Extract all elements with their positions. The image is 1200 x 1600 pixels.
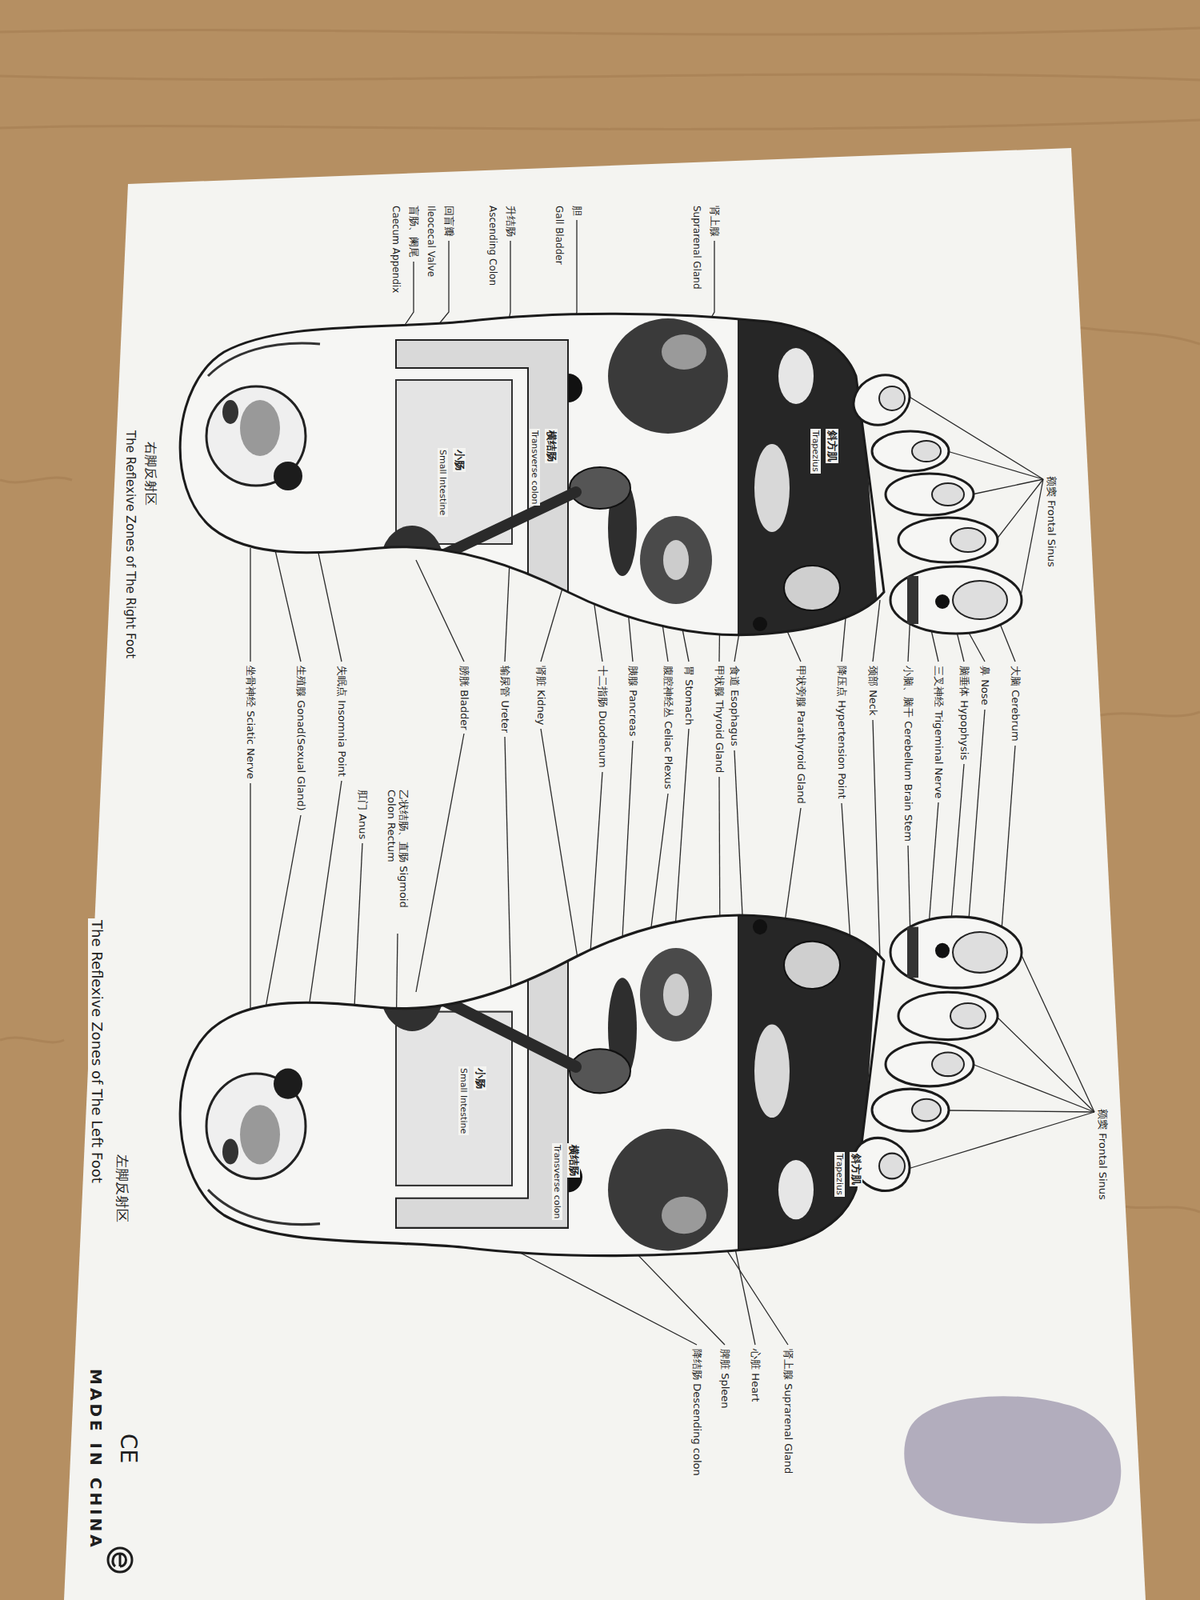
- zone-label: 降结肠 Descending colon: [690, 1347, 704, 1478]
- leader-line: [416, 733, 464, 992]
- zone-label: Caecum Appendix: [390, 204, 402, 295]
- zone-label: 颈部 Neck: [866, 664, 880, 718]
- leader-line: [947, 451, 1044, 480]
- leader-line: [784, 808, 801, 928]
- leader-line: [872, 600, 880, 662]
- zone-name-english: Trapezius: [834, 1152, 845, 1197]
- zone-label: 胰腺 Pancreas: [626, 664, 640, 739]
- zone-name-english: Trapezius: [810, 428, 821, 474]
- zone-label: 输尿管 Ureter: [498, 664, 512, 735]
- zone-label: 脾脏 Spleen: [718, 1347, 732, 1410]
- zone-label: 心脏 Heart: [748, 1347, 762, 1404]
- zone-label: 三叉神经 Trigeminal Nerve: [932, 664, 945, 800]
- zone-label: 肾脏 Kidney: [534, 664, 548, 727]
- reflexology-chart: 斜方肌 Trapezius 横结肠 Transverse colon 小肠 Small I…: [72, 112, 1120, 1592]
- zone-label: Suprarenal Gland: [691, 204, 703, 292]
- foot-reflex-map: [180, 909, 1022, 1266]
- leader-line: [1020, 479, 1044, 600]
- zone-label: 失眠点 Insomnia Point: [335, 664, 348, 779]
- chart-caption: The Reflexive Zones of The Left Foot: [88, 918, 106, 1185]
- recycle-symbol: [108, 1548, 132, 1572]
- ink-stamp: [904, 1396, 1121, 1524]
- zone-label: 胃 Stomach: [682, 664, 696, 727]
- zone-label: 生殖腺 Gonad(Sexual Gland): [294, 664, 308, 813]
- zone-label: 腹腔神经丛 Celiac Plexus: [661, 664, 675, 792]
- zone-name: 斜方肌: [849, 1152, 863, 1187]
- ce-mark: CE: [114, 1432, 142, 1465]
- zone-label: Gall Bladder: [553, 204, 565, 267]
- foot-drawing: [160, 296, 1040, 648]
- zone-label: 鼻 Nose: [978, 664, 992, 708]
- zone-label: Ascending Colon: [487, 204, 499, 288]
- zone-name: 小肠: [473, 1066, 487, 1091]
- zone-name-english: Small Intestine: [458, 1066, 469, 1136]
- leader-line: [996, 1016, 1095, 1112]
- chart-caption: 右脚反射区: [143, 440, 159, 508]
- leader-line: [972, 1064, 1095, 1112]
- zone-label: Ileocecal Valve: [425, 204, 437, 279]
- zone-name-english: Small Intestine: [437, 448, 448, 517]
- origin-note: MADE IN CHINA: [86, 1367, 106, 1552]
- zone-name: 横结肠: [567, 1143, 580, 1178]
- leader-line: [972, 479, 1044, 495]
- leader-line: [928, 802, 939, 936]
- zone-label: 额窦 Frontal Sinus: [1096, 1107, 1109, 1202]
- zone-label: 升结肠: [504, 204, 517, 239]
- leader-line: [968, 709, 985, 930]
- zone-label: 甲状旁腺 Parathyroid Gland: [794, 664, 808, 806]
- leader-line: [947, 1110, 1095, 1112]
- zone-label: 胆: [570, 204, 584, 218]
- leader-line: [1000, 745, 1016, 952]
- chart-caption: The Reflexive Zones of The Right Foot: [123, 428, 138, 660]
- zone-label: 甲状腺 Thyroid Gland: [712, 664, 726, 775]
- zone-label: 盲肠、阑尾: [407, 204, 420, 260]
- zone-name-english: Transverse colon: [552, 1143, 563, 1220]
- zone-label: 食道 Esophagus: [728, 664, 741, 748]
- foot-reflex-map: [180, 304, 1022, 640]
- zone-label: 额窦 Frontal Sinus: [1044, 474, 1058, 569]
- zone-label: 肛门 Anus: [356, 788, 369, 841]
- zone-label: 小脑、脑干 Cerebellum Brain Stem: [901, 664, 915, 844]
- zone-label: 十二指肠 Duodenum: [596, 664, 609, 770]
- foot-drawing: [160, 904, 1040, 1272]
- leader-line: [872, 720, 880, 960]
- leader-line: [249, 783, 251, 1008]
- paper-sheet: [64, 148, 1146, 1600]
- zone-label: 大脑 Cerebrum: [1008, 664, 1022, 744]
- zone-name-english: Transverse colon: [529, 428, 540, 506]
- foot-outline: 斜方肌 Trapezius 横结肠 Transverse colon 小肠 Small I…: [160, 296, 1040, 648]
- leader-line: [416, 560, 464, 662]
- leader-line: [996, 479, 1044, 540]
- zone-label: 肾上腺: [708, 204, 721, 239]
- zone-name: 斜方肌: [825, 428, 839, 464]
- zone-label: 坐骨神经 Sciatic Nerve: [244, 664, 257, 781]
- zone-name: 小肠: [452, 448, 466, 472]
- zone-label: 膀胱 Bladder: [457, 664, 471, 732]
- leader-line: [1020, 952, 1095, 1112]
- chart-caption: 左脚反射区: [114, 1152, 131, 1224]
- foot-outline: 斜方肌 Trapezius 横结肠 Transverse colon 小肠 Small I…: [160, 904, 1040, 1272]
- zone-label: 乙状结肠、直肠 Sigmoid Colon Rectum: [384, 788, 410, 932]
- zone-name: 横结肠: [544, 428, 558, 464]
- zone-label: 脑垂体 Hypophysis: [957, 664, 971, 762]
- zone-label: 回盲瓣: [442, 204, 456, 239]
- zone-label: 降压点 Hypertension Point: [835, 664, 848, 801]
- leader-line: [249, 548, 251, 662]
- zone-label: 肾上腺 Suprarenal Gland: [781, 1347, 795, 1476]
